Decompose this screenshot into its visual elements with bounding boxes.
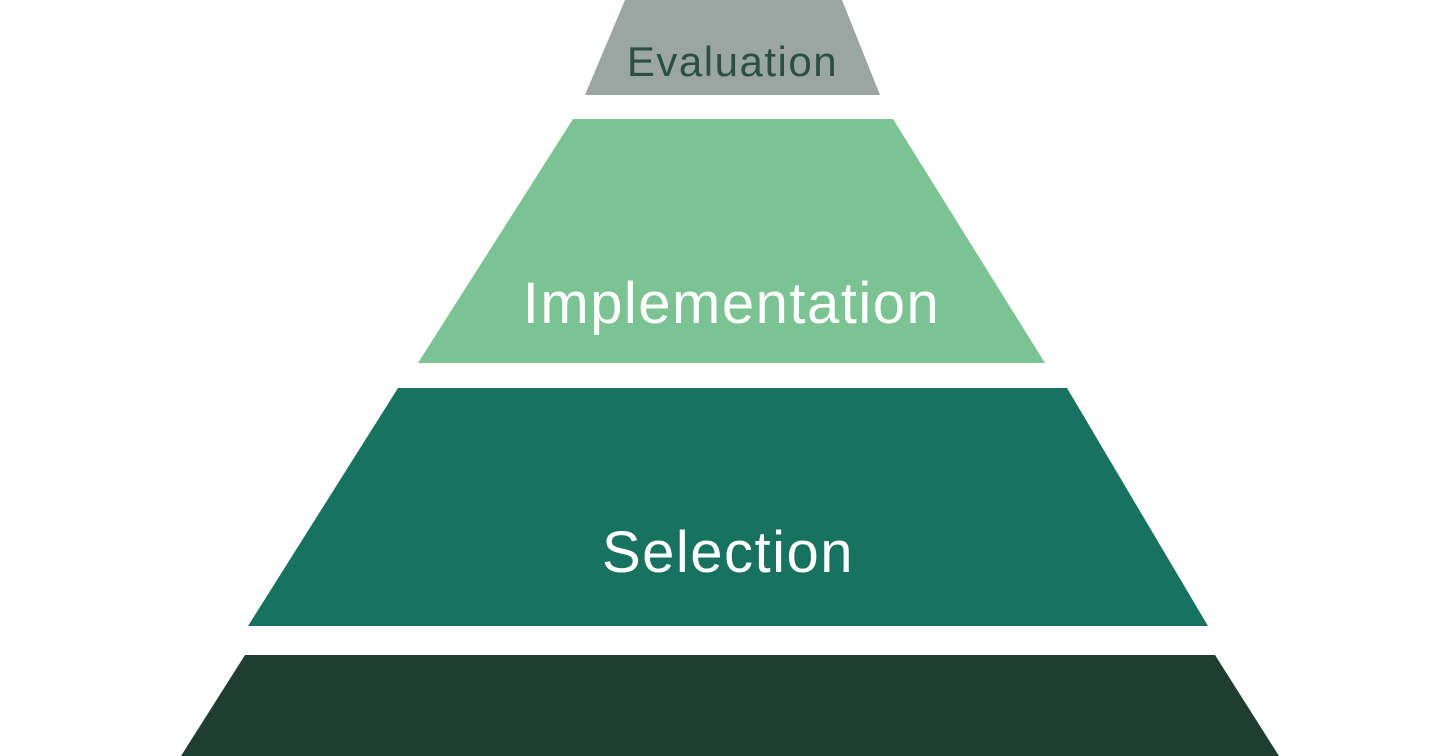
pyramid-layer-selection: Selection — [248, 388, 1208, 626]
pyramid-layer-implementation: Implementation — [418, 119, 1045, 363]
pyramid-layer-implementation-label: Implementation — [522, 271, 941, 336]
pyramid-layer-evaluation: Evaluation — [585, 0, 880, 95]
pyramid-layer-selection-label: Selection — [601, 520, 855, 585]
pyramid-layer-evaluation-label: Evaluation — [626, 38, 839, 85]
pyramid-layer-bottom — [181, 655, 1279, 756]
